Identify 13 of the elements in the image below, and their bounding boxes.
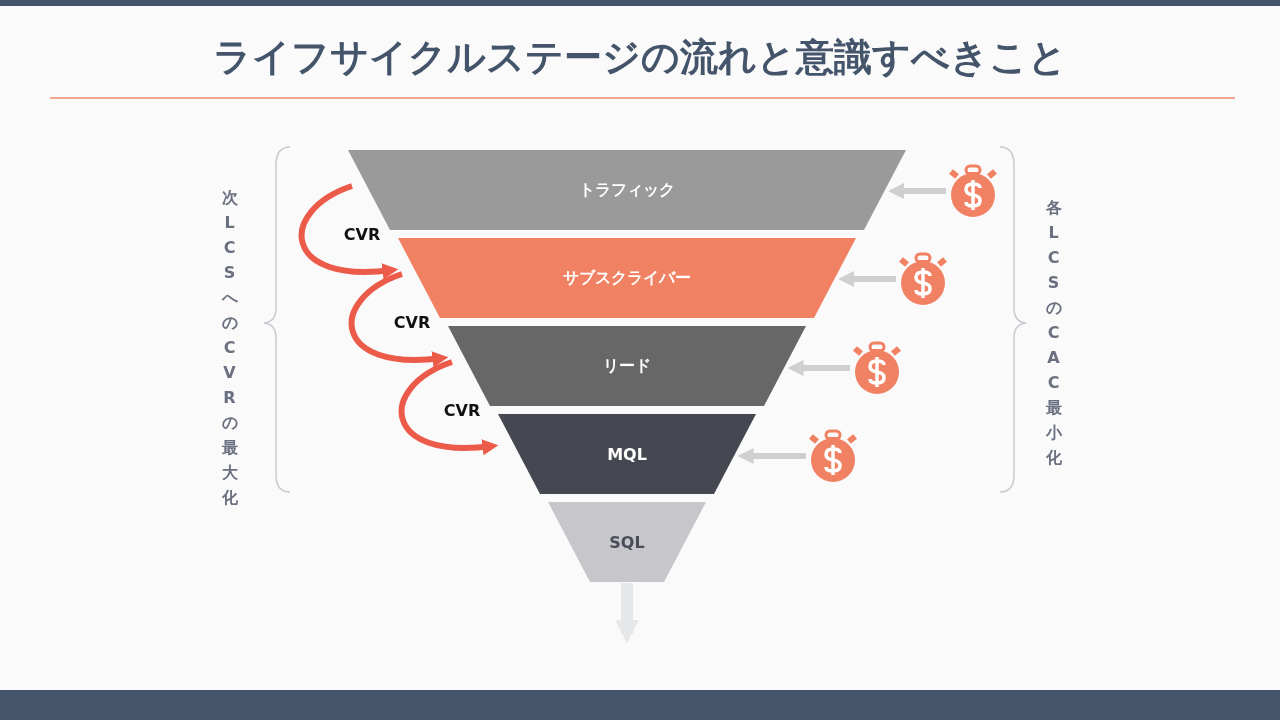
arrow (398, 359, 499, 455)
arrow (615, 583, 639, 644)
side-note: 各LCSのCAC最小化 (1045, 197, 1062, 469)
arrow (787, 360, 850, 376)
arrow (838, 271, 896, 287)
arrow (348, 271, 449, 367)
side-note: 次LCSへのCVRの最大化 (221, 187, 238, 509)
arrow (737, 448, 806, 464)
arrow (298, 183, 399, 279)
funnel-stage: SQL (548, 502, 706, 582)
title: ライフサイクルステージの流れと意識すべきこと (212, 34, 1068, 81)
funnel-stage: MQL (498, 414, 756, 494)
arrow (888, 183, 946, 199)
